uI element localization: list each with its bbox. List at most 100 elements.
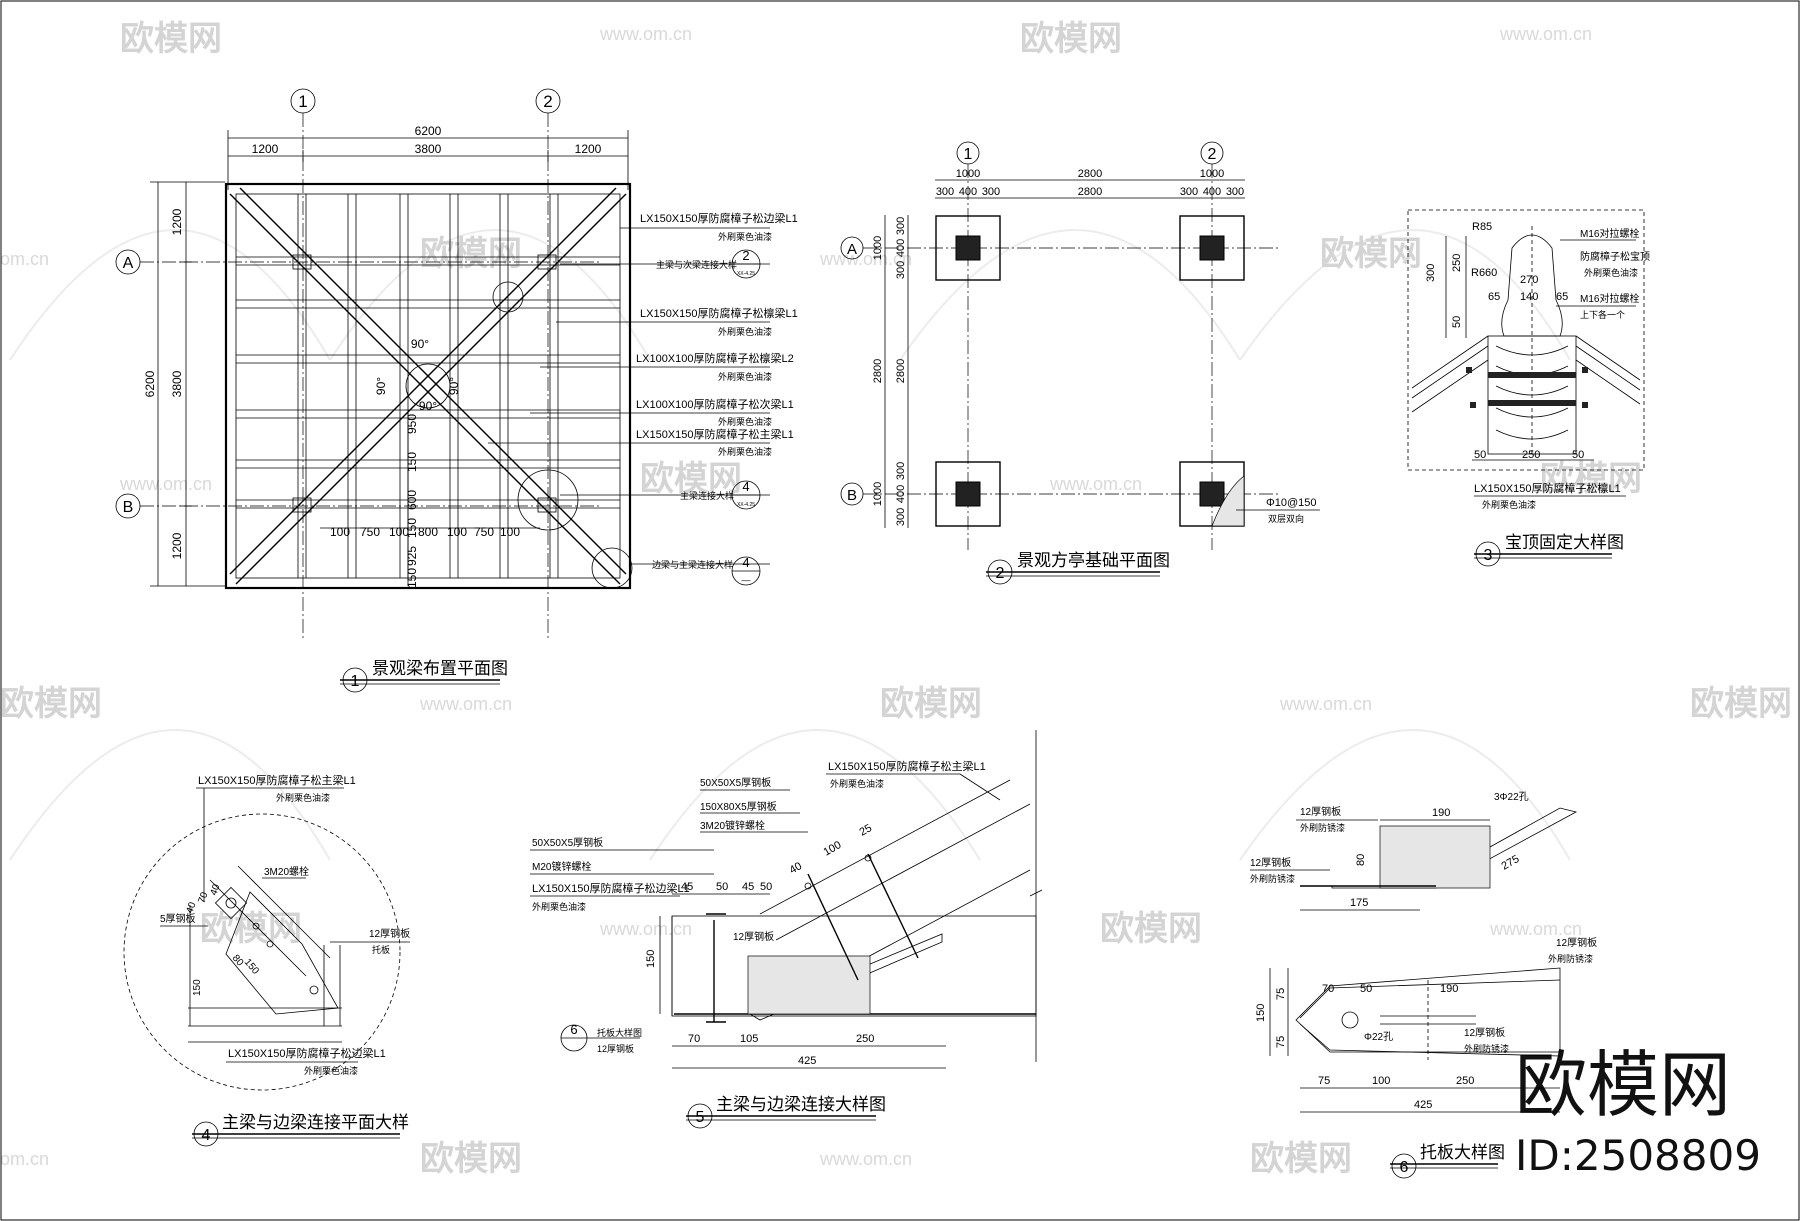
watermark-brand-1: 欧模网 (120, 20, 222, 58)
finial-dim-140: 140 (1520, 291, 1538, 303)
title-drawing-3: 宝顶固定大样图 (1505, 533, 1624, 552)
watermark-url-8: www.om.cn (1279, 694, 1372, 714)
watermark-brand-2: 欧模网 (1020, 20, 1122, 58)
d6-dim-100: 100 (1372, 1075, 1390, 1087)
f-dim-top-b4: 2800 (1078, 186, 1102, 198)
title-num-2: 2 (996, 565, 1005, 582)
title-bubble-6 (1391, 1153, 1417, 1179)
d6-dim-425: 425 (1414, 1099, 1432, 1111)
finial-note-bolt: M16对拉螺栓 (1580, 227, 1639, 240)
sloped-main-beam (759, 779, 1031, 961)
title-num-3: 3 (1484, 547, 1493, 564)
d5-dim-425: 425 (798, 1055, 816, 1067)
d5-dim-250: 250 (856, 1033, 874, 1045)
d5-dim-45a: 45 (681, 881, 693, 893)
d6-dim-250: 250 (1456, 1075, 1474, 1087)
d6-dim-175: 175 (1350, 897, 1368, 909)
finial-note-bolt2-sub: 上下各一个 (1580, 309, 1625, 320)
f-dim-left-5: 2800 (872, 359, 884, 383)
drawing-4-plan-connection: 40 70 40 80 150 150 LX150X150厚防腐樟子松主梁L1 … (123, 773, 410, 1147)
d6-note-plate-b-sub: 外刷防锈漆 (1250, 873, 1295, 884)
dim-inner-h-3: 100 (389, 525, 409, 539)
watermark-logo-text: 欧模网 (1515, 1043, 1731, 1127)
svg-text:XX-4.25: XX-4.25 (737, 502, 755, 508)
note-main-secondary-detail: 主梁与次梁连接大样 (656, 259, 737, 270)
axis-label-1: 1 (298, 92, 307, 111)
dim-inner-v-6: 150 (405, 568, 419, 588)
svg-text:6: 6 (570, 1022, 577, 1037)
watermark-url-9: www.om.cn (599, 919, 692, 939)
watermark-brand-10: 欧模网 (200, 910, 302, 948)
svg-text:4: 4 (742, 479, 749, 494)
title-drawing-6: 托板大样图 (1420, 1143, 1505, 1162)
watermark-brand-3: 欧模网 (420, 235, 522, 273)
dim-inner-h-5: 100 (447, 525, 467, 539)
f-dim-left-8: 400 (895, 485, 907, 503)
dim-top-3: 1200 (575, 142, 602, 156)
watermark-url-10: www.om.cn (1489, 919, 1582, 939)
f-dim-left-1: 300 (895, 217, 907, 235)
watermark-arcs (9, 229, 1571, 861)
dim-inner-v-3: 600 (405, 490, 419, 510)
dim-total-left: 6200 (143, 370, 157, 397)
note-purlin-l1-sub: 外刷栗色油漆 (718, 326, 772, 337)
title-num-4: 4 (202, 1127, 211, 1144)
d6-hole-note: Φ22孔 (1364, 1031, 1393, 1043)
drawing-5-section-connection: 45 50 45 50 40 100 25 150 70 105 250 425… (530, 730, 1043, 1129)
note-purlin-l2-sub: 外刷栗色油漆 (718, 371, 772, 382)
dim-inner-v-1: 950 (405, 414, 419, 434)
dim-top-2: 3800 (415, 142, 442, 156)
finial-note-bolt2: M16对拉螺栓 (1580, 292, 1639, 305)
d6-dim-75a: 75 (1275, 988, 1287, 1000)
d6-dim-50: 50 (1360, 983, 1372, 995)
d4-top-sub: 外刷栗色油漆 (276, 792, 330, 803)
watermark-id: ID:2508809 (1515, 1131, 1761, 1180)
d4-plate12-sub: 托板 (372, 944, 390, 955)
watermark-url-5: www.om.cn (119, 474, 212, 494)
finial-dim-65b: 65 (1556, 291, 1568, 303)
dim-inner-h-6: 750 (474, 525, 494, 539)
note-main-connection: 主梁连接大样 (680, 490, 734, 501)
edge-beam-outline (224, 182, 632, 590)
watermark-brand-8: 欧模网 (880, 685, 982, 723)
dim-inner-h-7: 100 (500, 525, 520, 539)
f-dim-left-7: 300 (895, 462, 907, 480)
note-main-beam: LX150X150厚防腐樟子松主梁L1 (636, 427, 794, 441)
d6-dim-275: 275 (1500, 853, 1522, 873)
f-dim-left-10: 1000 (872, 482, 884, 506)
d5-dim-45b: 45 (742, 881, 754, 893)
d6-dim-75c: 75 (1318, 1075, 1330, 1087)
title-num-1: 1 (351, 673, 360, 690)
callout-4b: 4 — (731, 555, 761, 586)
watermark-url-1: www.om.cn (599, 24, 692, 44)
tray-plate (747, 955, 871, 1015)
f-axis-label-1: 1 (964, 146, 973, 163)
d5-note-edge-beam: LX150X150厚防腐樟子松边梁L1 (532, 881, 690, 895)
f-dim-top-b1: 300 (936, 186, 954, 198)
angle-label-left: 90° (374, 377, 388, 395)
d4-dim-80: 80 (230, 953, 246, 969)
finial-dim-50: 50 (1451, 316, 1463, 328)
dim-inner-h-1: 100 (330, 525, 350, 539)
drawing-1-beam-layout-plan: 1 2 A B 6200 1200 3800 1200 6200 (115, 88, 798, 693)
d6-note-plate-b: 12厚钢板 (1250, 856, 1291, 869)
d6-dim-190b: 190 (1440, 983, 1458, 995)
d5-dim-100: 100 (822, 839, 844, 859)
d6-bolt-hole (1341, 1011, 1359, 1029)
f-dim-top-a2: 2800 (1078, 168, 1102, 180)
finial-dim-300: 300 (1425, 264, 1437, 282)
finial-dim-250b: 250 (1522, 449, 1540, 461)
footings (935, 215, 1245, 527)
title-drawing-2: 景观方亭基础平面图 (1017, 551, 1170, 570)
f-dim-left-3: 300 (895, 261, 907, 279)
d5-dim-105: 105 (740, 1033, 758, 1045)
d5-note-bolt: 3M20镀锌螺栓 (700, 819, 765, 832)
detail-circle-4b (591, 547, 633, 589)
angle-label-right: 90° (447, 377, 461, 395)
note-secondary-beam-sub: 外刷栗色油漆 (718, 416, 772, 427)
detail-circle-2 (492, 281, 524, 313)
f-dim-left-2: 400 (895, 239, 907, 257)
d6-dim-80: 80 (1355, 854, 1367, 866)
watermark-brand-9: 欧模网 (1690, 685, 1792, 723)
f-dim-left-4: 1000 (872, 236, 884, 260)
